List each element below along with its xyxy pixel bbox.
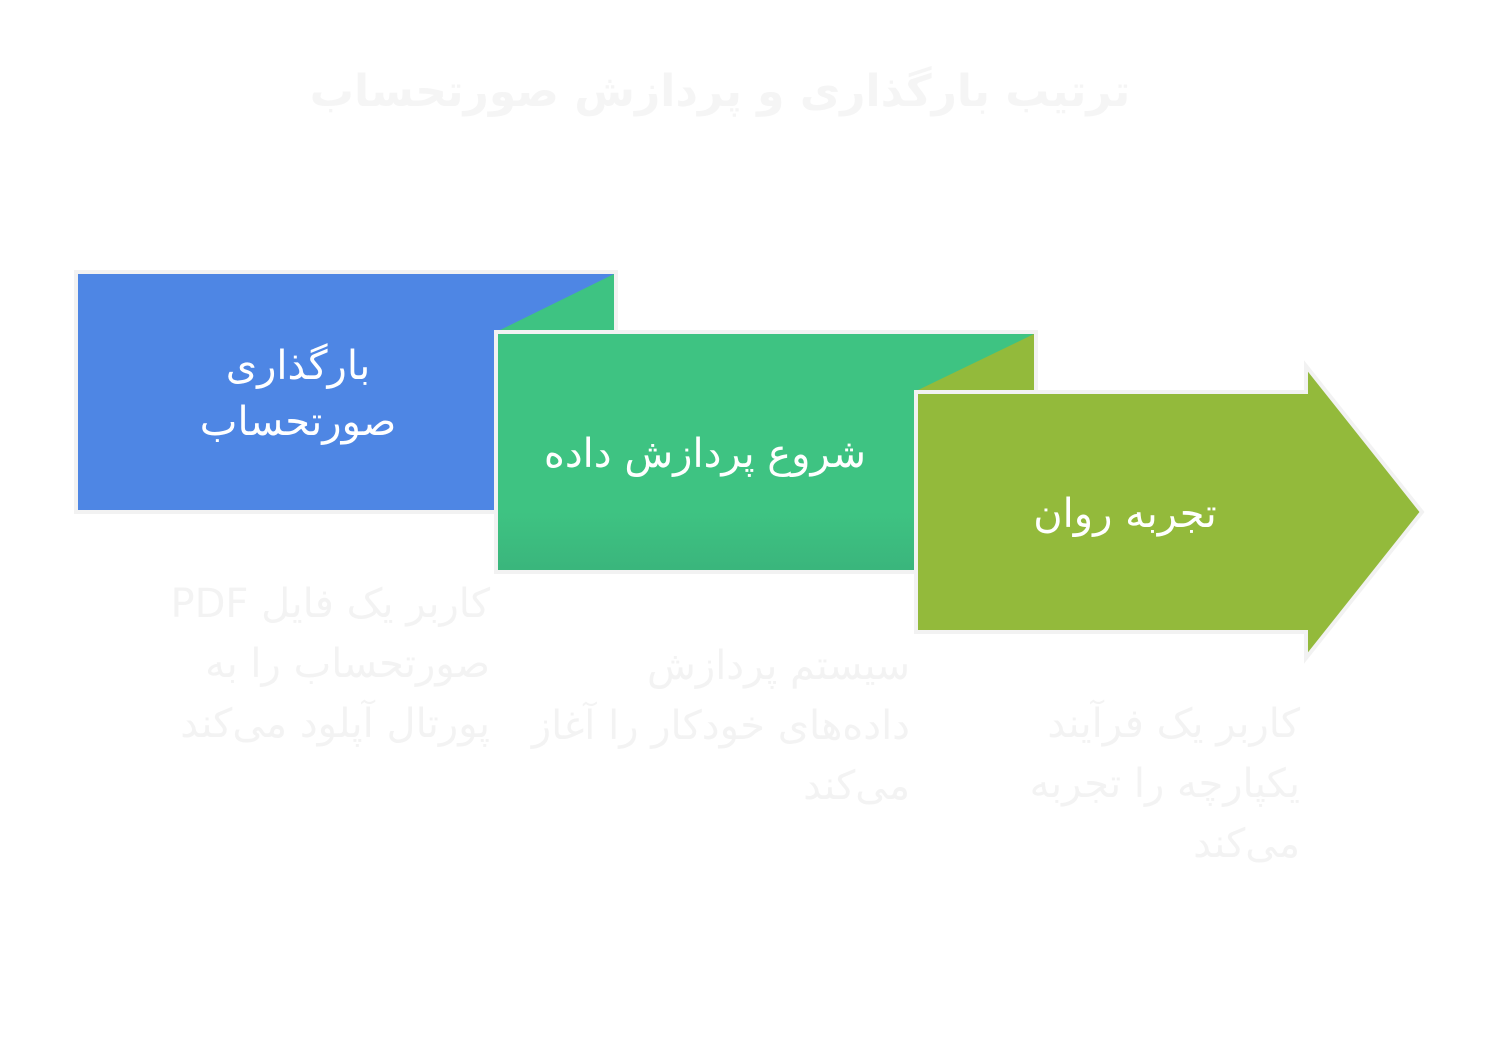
step-2-description: سیستم پردازش داده‌های خودکار را آغاز می‌… [531, 643, 910, 809]
step-2-fold [916, 334, 1034, 391]
step-3-description: کاربر یک فرآیند یکپارچه را تجربه می‌کند [1029, 701, 1300, 867]
diagram-title: ترتیب بارگذاری و پردازش صورتحساب [309, 66, 1131, 117]
step-1-label: بارگذاری صورتحساب [199, 343, 397, 445]
step-1-fold [496, 274, 614, 332]
step-3-arrow [914, 360, 1425, 664]
step-3-label: تجربه روان [1033, 491, 1217, 537]
step-2-label: شروع پردازش داده [543, 431, 867, 477]
step-1-description: کاربر یک فایل PDF صورتحساب را به پورتال … [170, 581, 491, 747]
